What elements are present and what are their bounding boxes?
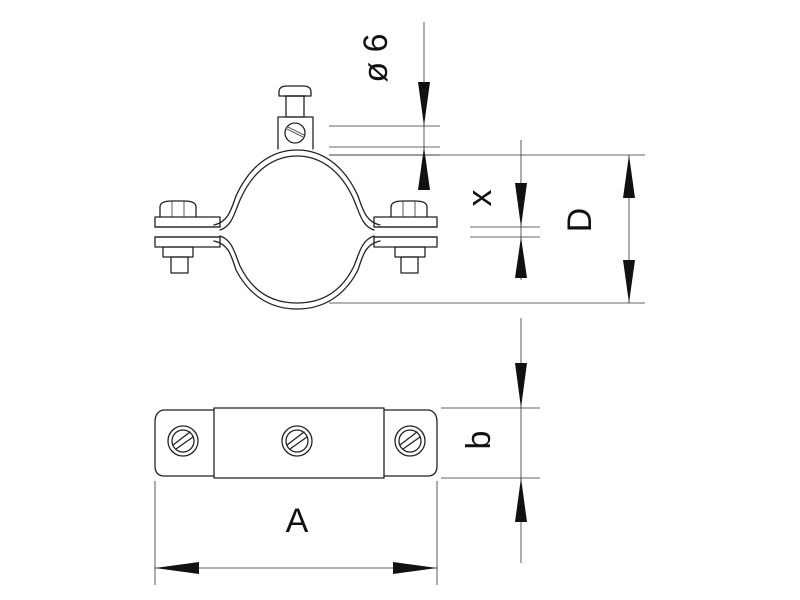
dim-label-b: b	[460, 431, 498, 450]
right-screw-shank	[400, 256, 419, 274]
dimension-b: b	[441, 318, 540, 563]
clamp-strap-outline	[154, 407, 438, 479]
right-nut	[394, 246, 426, 258]
right-flange	[373, 200, 438, 274]
clamp-front-view	[154, 85, 438, 310]
left-nut	[162, 246, 194, 258]
clamp-top-view	[154, 407, 438, 479]
dim-label-x: x	[461, 190, 499, 207]
dim-label-d: D	[561, 208, 599, 233]
top-view-left-screw-icon	[167, 425, 199, 457]
top-view-right-screw-icon	[394, 425, 426, 457]
top-screw-shank	[285, 95, 305, 118]
dimension-diameter-6: ø 6	[329, 22, 440, 190]
top-screw-head	[278, 85, 312, 97]
top-view-center-screw-icon	[281, 425, 313, 457]
dimension-x: x	[461, 140, 540, 280]
top-connection-nut	[277, 85, 314, 150]
clamp-ring-outer	[213, 149, 381, 310]
left-screw-shank	[170, 256, 189, 274]
dimension-a: A	[154, 481, 438, 585]
left-screw-head	[159, 200, 197, 218]
dimension-d: D	[329, 154, 645, 304]
dim-label-a: A	[286, 502, 309, 540]
top-screw-slot-icon	[284, 122, 306, 144]
dim-label-diameter: ø 6	[357, 33, 395, 82]
right-screw-head	[390, 200, 428, 218]
clamp-ring-inner	[219, 155, 375, 304]
left-flange	[154, 200, 221, 274]
